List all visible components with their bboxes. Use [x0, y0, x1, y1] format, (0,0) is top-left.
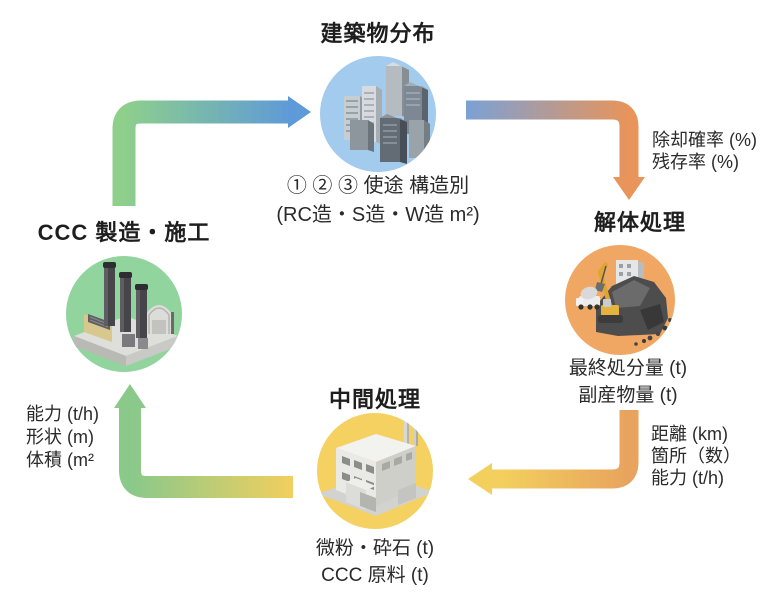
buildings-to-demolition-labels: 除却確率 (%) 残存率 (%) [652, 129, 757, 173]
arrow-ccc-to-buildings [112, 100, 288, 206]
buildings-caption-line2: (RC造・S造・W造 m²) [276, 204, 480, 226]
intermediate-caption-line1: 微粉・砕石 (t) [315, 538, 435, 559]
arrow-buildings-to-demolition [466, 100, 639, 179]
arrowhead-buildings-to-demolition [613, 177, 645, 200]
arrowhead-intermediate-to-ccc [114, 384, 146, 408]
capacity-label: 能力 (t/h) [651, 468, 725, 488]
ccc-plant-illustration [74, 262, 178, 366]
demolition-to-intermediate-labels: 距離 (km) 箇所（数） 能力 (t/h) [651, 423, 741, 489]
intermediate-caption-line2: CCC 原料 (t) [321, 565, 429, 586]
distance-label: 距離 (km) [651, 424, 728, 444]
processing-factory-illustration [318, 413, 433, 516]
arrow-intermediate-to-ccc [119, 407, 293, 498]
demolition-caption-line2: 副産物量 (t) [578, 385, 678, 406]
arrowhead-demolition-to-intermediate [468, 463, 492, 495]
remaining-rate-label: 残存率 (%) [652, 152, 739, 172]
demolition-site-illustration [576, 260, 672, 346]
buildings-caption-line1: ① ② ③ 使途 構造別 [286, 175, 470, 197]
demolition-node-caption: 最終処分量 (t) 副産物量 (t) [523, 355, 733, 409]
intermediate-to-ccc-labels: 能力 (t/h) 形状 (m) 体積 (m² [26, 403, 99, 472]
locations-label: 箇所（数） [651, 446, 741, 466]
buildings-node-caption: ① ② ③ 使途 構造別 (RC造・S造・W造 m²) [228, 172, 528, 230]
removal-rate-label: 除却確率 (%) [652, 130, 757, 150]
shape-label: 形状 (m) [26, 427, 94, 447]
arrow-demolition-to-intermediate [492, 410, 639, 489]
demolition-node-title: 解体処理 [593, 210, 686, 235]
volume-label: 体積 (m² [26, 450, 94, 470]
buildings-node-title: 建築物分布 [320, 21, 436, 46]
intermediate-node-caption: 微粉・砕石 (t) CCC 原料 (t) [265, 535, 485, 589]
ccc-node-title: CCC 製造・施工 [37, 220, 211, 245]
intermediate-node-title: 中間処理 [328, 387, 421, 412]
demolition-caption-line1: 最終処分量 (t) [568, 358, 688, 379]
arrowhead-ccc-to-buildings [288, 96, 311, 128]
capability-label: 能力 (t/h) [26, 404, 100, 424]
city-buildings-illustration [344, 62, 430, 164]
